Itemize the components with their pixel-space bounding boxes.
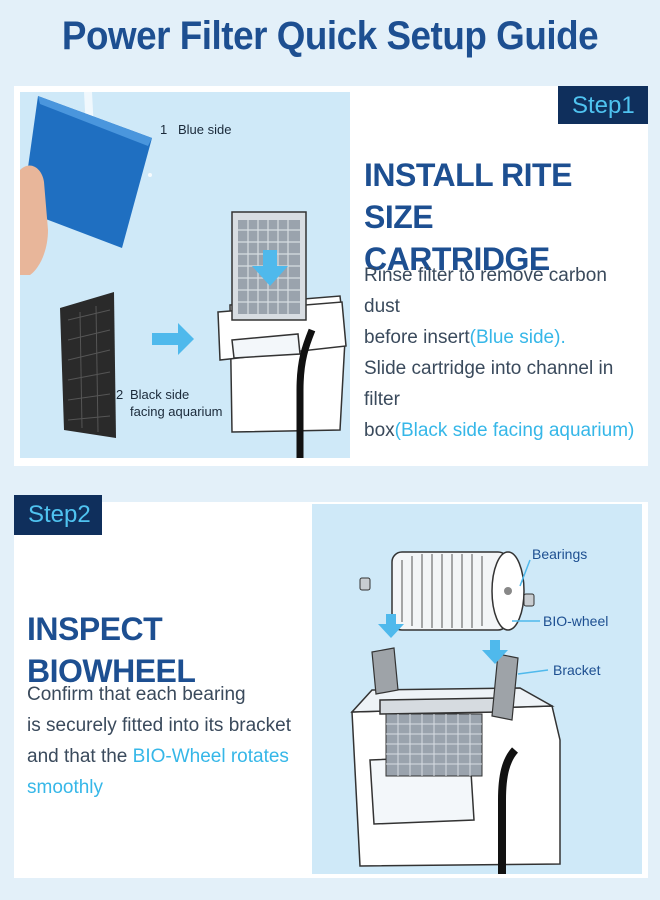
arrow-down-right-icon [482, 640, 508, 664]
intake-tube-icon [296, 328, 316, 458]
bio-wheel-label: BIO-wheel [543, 613, 609, 629]
step1-badge: Step1 [558, 86, 648, 124]
bio-wheel-icon [391, 551, 525, 631]
step1-text-line2: before insert(Blue side). [364, 322, 646, 353]
step1-text-line4-pre: box [364, 420, 395, 441]
callout-lines [512, 559, 549, 675]
step1-text-line4-highlight: (Black side facing aquarium) [394, 420, 635, 441]
step1-text-line2-pre: before insert [364, 327, 470, 348]
bracket-label: Bracket [553, 662, 601, 678]
black-side-label-line1: Black side [130, 387, 190, 402]
step1-text-line1: Rinse filter to remove carbon dust [364, 265, 607, 317]
filter-box-icon [217, 295, 347, 433]
filter-mesh-icon [385, 713, 483, 777]
step1-text-line2-highlight: (Blue side). [469, 327, 566, 348]
bearing-left-icon [359, 577, 371, 591]
step1-heading: INSTALL RITE SIZE CARTRIDGE [364, 154, 644, 280]
arrow-down-icon [252, 250, 288, 286]
step2-text-line1: Confirm that each bearing [27, 684, 246, 705]
blue-sponge-icon [22, 96, 152, 248]
step1-heading-line2: CARTRIDGE [364, 241, 550, 277]
step1-text-line3: Slide cartridge into channel in filter [364, 358, 614, 410]
step2-instructions: Confirm that each bearing is securely fi… [27, 679, 299, 803]
hand-icon [20, 165, 48, 275]
step2-text-line3: and that the BIO-Wheel rotates [27, 741, 299, 772]
arrow-down-left-icon [378, 614, 404, 638]
bearings-label: Bearings [532, 546, 588, 562]
bearing-right-icon [523, 593, 535, 607]
step2-badge: Step2 [14, 495, 102, 535]
arrow-right-icon [152, 323, 194, 355]
step2-heading: INSPECT BIOWHEEL [27, 611, 196, 689]
blue-side-number: 1 [160, 122, 168, 137]
black-side-number: 2 [116, 387, 124, 402]
step1-text-line4: box(Black side facing aquarium) [364, 415, 646, 446]
black-side-label-line2: facing aquarium [130, 404, 223, 419]
blue-side-label: Blue side [178, 122, 232, 137]
bracket-right-icon [491, 653, 519, 721]
bracket-left-icon [371, 647, 399, 695]
step2-text-line3-highlight: BIO-Wheel rotates [132, 746, 289, 767]
step1-instructions: Rinse filter to remove carbon dust befor… [364, 260, 646, 446]
intake-tube-icon [498, 747, 519, 874]
black-cartridge-icon [60, 292, 116, 438]
step2-text-line2: is securely fitted into its bracket [27, 715, 291, 736]
step2-text-line4: smoothly [27, 777, 104, 798]
page-title: Power Filter Quick Setup Guide [61, 14, 599, 58]
step1-heading-line1: INSTALL RITE SIZE [364, 157, 572, 235]
step2-text-line3-pre: and that the [27, 746, 133, 767]
